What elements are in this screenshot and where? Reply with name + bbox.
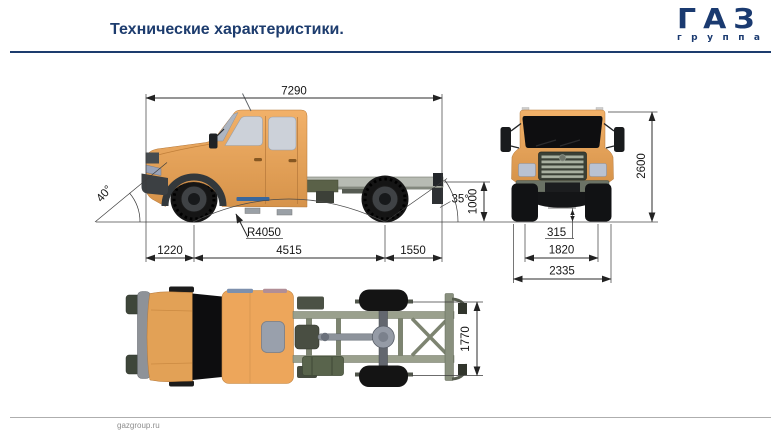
mirror-right-arms bbox=[603, 122, 615, 149]
windshield-top bbox=[192, 293, 222, 380]
cab-body bbox=[145, 109, 308, 208]
dim-ground-clearance: 315 bbox=[547, 227, 566, 239]
front-view-truck bbox=[500, 107, 625, 222]
rear-tire-bottom bbox=[359, 365, 408, 387]
side-mirror bbox=[209, 133, 218, 149]
gaz-logo-text: ГАЗ bbox=[676, 3, 762, 36]
fuel-tank-straps bbox=[311, 357, 333, 375]
header-rule bbox=[10, 51, 771, 53]
clearance-arrow-down bbox=[570, 216, 575, 222]
mirror-arm bbox=[216, 128, 225, 137]
rear-bracket-top bbox=[458, 303, 467, 314]
rear-bracket-bottom bbox=[458, 364, 467, 375]
side-view-dimensions: 7290 1220 4515 1550 40° R4050 35° 1000 bbox=[95, 86, 490, 262]
door-handle-front bbox=[254, 158, 262, 162]
x-brace bbox=[410, 317, 450, 357]
front-tire-edge-top bbox=[169, 286, 194, 293]
equipment-box bbox=[303, 179, 339, 193]
top-view-truck bbox=[125, 286, 467, 387]
door-top-strip-red bbox=[263, 288, 287, 293]
front-door-window bbox=[224, 116, 263, 146]
driveshaft-joint bbox=[320, 332, 330, 342]
clearance-arrow-up bbox=[570, 209, 575, 215]
dim-front-overhang: 1220 bbox=[157, 245, 183, 257]
bumper-center-step bbox=[545, 182, 580, 192]
frame-rail-bottom bbox=[292, 355, 455, 363]
door-top-strip-blue bbox=[227, 288, 253, 293]
ramp-radius-arc bbox=[192, 198, 386, 223]
hood-top bbox=[146, 291, 193, 382]
dim-overall-width: 2335 bbox=[549, 266, 575, 278]
dim-departure-angle: 35° bbox=[452, 194, 469, 206]
roof-top bbox=[221, 290, 294, 384]
hood-seams bbox=[150, 309, 193, 365]
door-handle-rear bbox=[288, 159, 297, 163]
fuel-tank bbox=[302, 356, 344, 376]
rear-crossmember bbox=[444, 293, 454, 381]
top-view-dimensions: 1770 bbox=[412, 301, 483, 377]
differential-hub bbox=[378, 332, 389, 342]
front-view-dimensions: 2600 315 1820 2335 bbox=[512, 111, 658, 283]
dim-wheelbase: 4515 bbox=[276, 245, 302, 257]
footer-link: gazgroup.ru bbox=[117, 421, 160, 430]
gaz-logo-subtext: группа bbox=[676, 33, 770, 43]
blue-step-rail bbox=[236, 197, 270, 201]
roof-hatch bbox=[261, 321, 285, 353]
antenna bbox=[242, 93, 252, 112]
door-seams bbox=[265, 116, 298, 204]
dim-overall-height: 2600 bbox=[636, 153, 648, 179]
dim-approach-angle: 40° bbox=[95, 184, 115, 205]
front-tire-left bbox=[511, 183, 538, 222]
page-title: Технические характеристики. bbox=[110, 21, 344, 38]
mirror-left bbox=[500, 127, 511, 152]
front-tire-right bbox=[585, 183, 612, 222]
underbody bbox=[524, 192, 601, 208]
headlight-right bbox=[589, 163, 607, 177]
front-bumper-side bbox=[141, 173, 168, 196]
grille-side bbox=[145, 152, 159, 164]
gaz-badge bbox=[558, 154, 567, 162]
side-view-truck bbox=[141, 93, 444, 223]
rear-door-window bbox=[268, 116, 297, 151]
windshield-front bbox=[522, 116, 603, 148]
transfer-case bbox=[294, 324, 320, 350]
taillight-bracket bbox=[433, 173, 443, 186]
frame-rail-top bbox=[292, 311, 455, 319]
cab-step-1 bbox=[244, 207, 261, 214]
under-frame-box bbox=[316, 191, 334, 203]
front-wheel bbox=[170, 175, 218, 223]
dim-rear-overhang: 1550 bbox=[400, 245, 426, 257]
mirror-right bbox=[614, 127, 625, 152]
dim-overall-length: 7290 bbox=[281, 86, 307, 98]
rear-tire-top bbox=[359, 289, 408, 311]
headlight-left bbox=[518, 163, 536, 177]
rear-wheel bbox=[361, 175, 409, 223]
gaz-logo: ГАЗ группа bbox=[677, 6, 760, 43]
mirror-left-arms bbox=[510, 122, 522, 149]
dim-front-track: 1820 bbox=[549, 245, 575, 257]
front-tire-edge-bottom bbox=[169, 380, 194, 387]
dim-ramp-radius: R4050 bbox=[247, 227, 281, 239]
dim-rear-track: 1770 bbox=[460, 326, 472, 352]
front-fender-arch bbox=[161, 173, 227, 207]
rear-mudflap bbox=[432, 188, 443, 204]
dim-rear-frame-height: 1000 bbox=[468, 189, 480, 215]
crossmember-3 bbox=[398, 318, 403, 356]
cab-step-2 bbox=[276, 209, 293, 216]
battery-box bbox=[297, 296, 324, 310]
wipers bbox=[535, 139, 581, 147]
footer-rule bbox=[10, 417, 771, 418]
